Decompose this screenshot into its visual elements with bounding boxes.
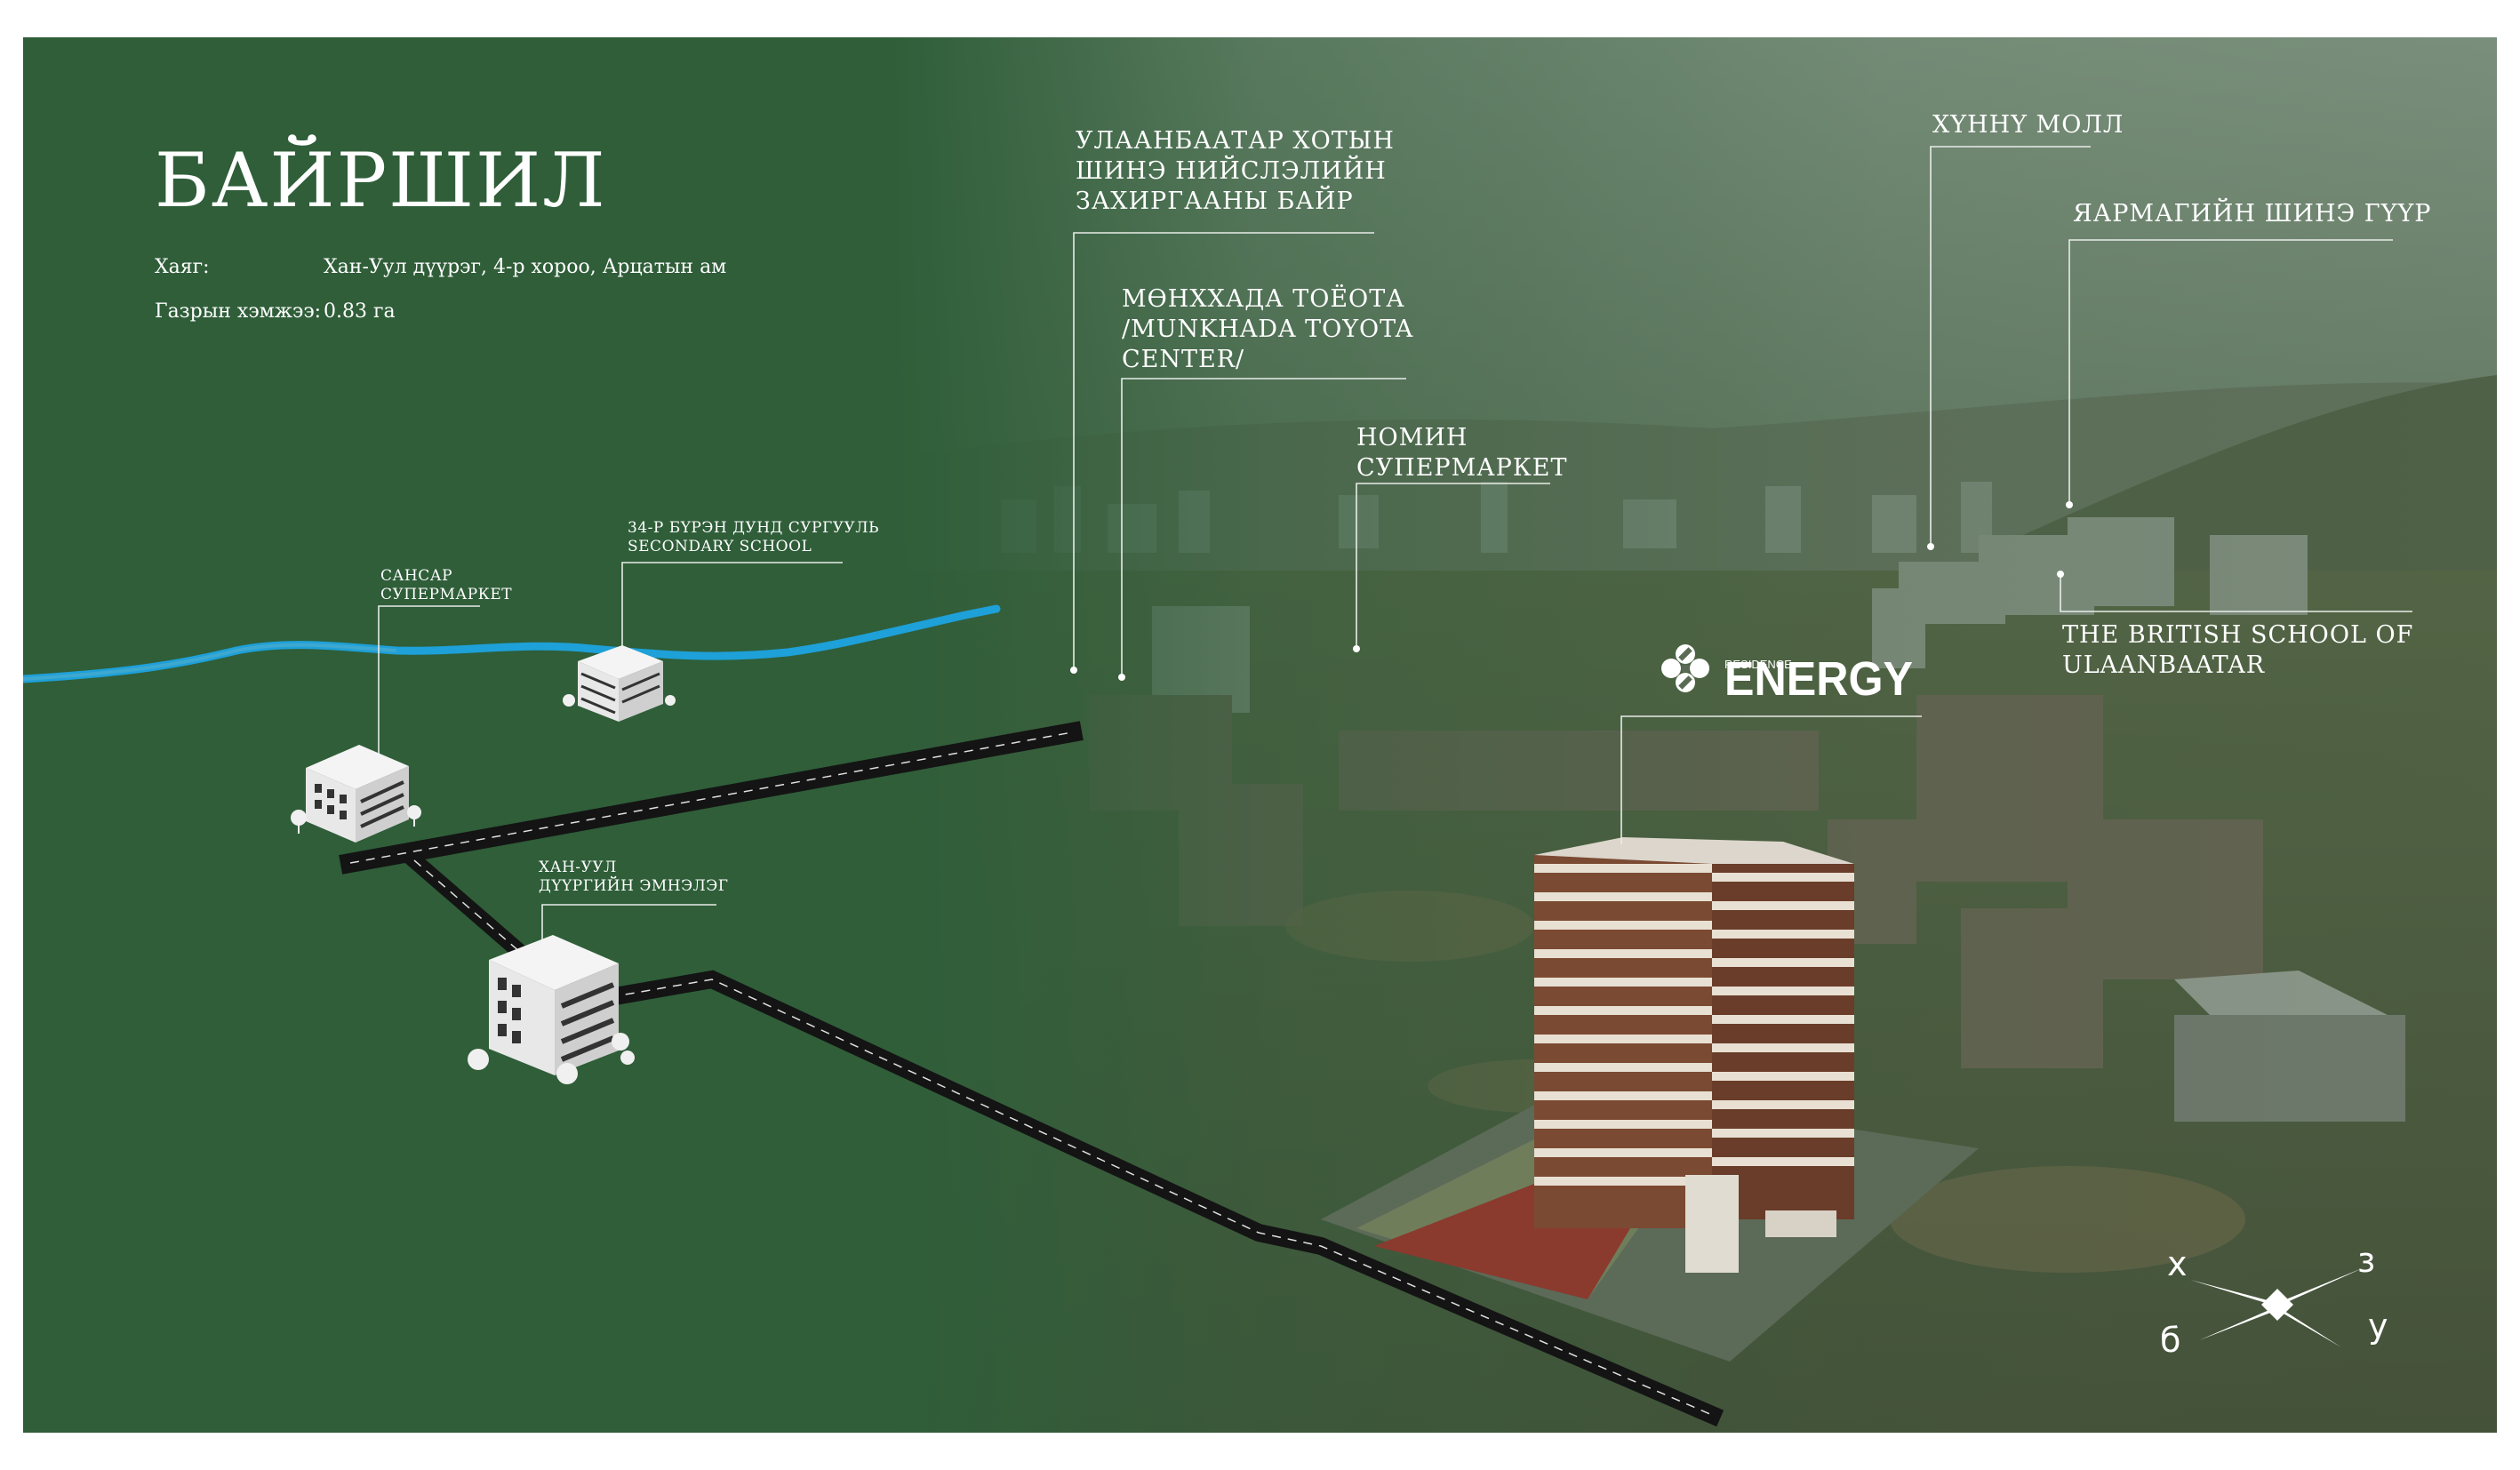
- poi-line: НОМИН: [1356, 424, 1468, 451]
- address-label: Хаяг:: [155, 256, 210, 278]
- poi-line: ЗАХИРГААНЫ БАЙР: [1076, 187, 1354, 215]
- poi-line: УЛААНБААТАР ХОТЫН: [1076, 127, 1395, 155]
- page-title: БАЙРШИЛ: [155, 137, 607, 224]
- energy-tower: [1321, 837, 1979, 1362]
- poi-line: SECONDARY SCHOOL: [628, 538, 812, 556]
- compass-west-label: у: [2368, 1306, 2388, 1346]
- energy-logo-icon: RESIDENCE ENERGY: [1661, 644, 1913, 700]
- poi-line: ДҮҮРГИЙН ЭМНЭЛЭГ: [539, 877, 729, 896]
- poi-line: ULAANBAATAR: [2062, 651, 2266, 679]
- brand-tag: RESIDENCE: [1724, 658, 1792, 671]
- poi-line: ХҮННҮ МОЛЛ: [1932, 111, 2124, 139]
- poi-nomin-label: НОМИН СУПЕРМАРКЕТ: [1356, 423, 1567, 483]
- poi-hospital-label: ХАН-УУЛ ДҮҮРГИЙН ЭМНЭЛЭГ: [539, 859, 729, 897]
- poi-city-hall-label: УЛААНБААТАР ХОТЫН ШИНЭ НИЙСЛЭЛИЙН ЗАХИРГ…: [1076, 126, 1395, 216]
- poi-line: СУПЕРМАРКЕТ: [1356, 453, 1568, 482]
- compass-south-label: б: [2160, 1321, 2181, 1360]
- building-icon-sansar: [291, 745, 421, 843]
- building-icon-hospital: [468, 935, 635, 1084]
- area-value: 0.83 га: [324, 300, 396, 323]
- compass-east-label: з: [2357, 1241, 2376, 1280]
- poi-hunnu-mall-label: ХҮННҮ МОЛЛ: [1932, 110, 2124, 140]
- location-panel: БАЙРШИЛ Хаяг: Хан-Уул дүүрэг, 4-р хороо,…: [23, 37, 2497, 1433]
- poi-toyota-label: МӨНХХАДА ТОЁОТА /MUNKHADA TOYOTA CENTER/: [1122, 284, 1413, 374]
- poi-line: ЯАРМАГИЙН ШИНЭ ГҮҮР: [2073, 200, 2432, 228]
- poi-bridge-label: ЯАРМАГИЙН ШИНЭ ГҮҮР: [2073, 199, 2431, 229]
- aerial-photo: [23, 37, 2497, 1433]
- poi-line: СУПЕРМАРКЕТ: [380, 586, 513, 604]
- poi-british-school-label: THE BRITISH SCHOOL OF ULAANBAATAR: [2062, 620, 2413, 681]
- poi-line: ШИНЭ НИЙСЛЭЛИЙН: [1076, 156, 1387, 185]
- poi-sansar-label: САНСАР СУПЕРМАРКЕТ: [380, 567, 512, 605]
- address-value: Хан-Уул дүүрэг, 4-р хороо, Арцатын ам: [324, 256, 727, 278]
- area-label: Газрын хэмжээ:: [155, 300, 322, 323]
- poi-line: /MUNKHADA TOYOTA: [1122, 315, 1414, 343]
- poi-line: 34-Р БҮРЭН ДУНД СУРГУУЛЬ: [628, 519, 879, 537]
- brand-name: ENERGY: [1724, 652, 1913, 700]
- compass-icon: [2190, 1267, 2364, 1347]
- poi-line: ХАН-УУЛ: [539, 859, 617, 876]
- building-icon-school34: [563, 645, 676, 722]
- poi-line: САНСАР: [380, 567, 453, 585]
- poi-line: THE BRITISH SCHOOL OF: [2062, 621, 2414, 649]
- poi-line: МӨНХХАДА ТОЁОТА: [1122, 285, 1405, 313]
- compass-north-label: х: [2167, 1244, 2188, 1283]
- poi-school34-label: 34-Р БҮРЭН ДУНД СУРГУУЛЬ SECONDARY SCHOO…: [628, 519, 879, 557]
- poi-line: CENTER/: [1122, 345, 1245, 373]
